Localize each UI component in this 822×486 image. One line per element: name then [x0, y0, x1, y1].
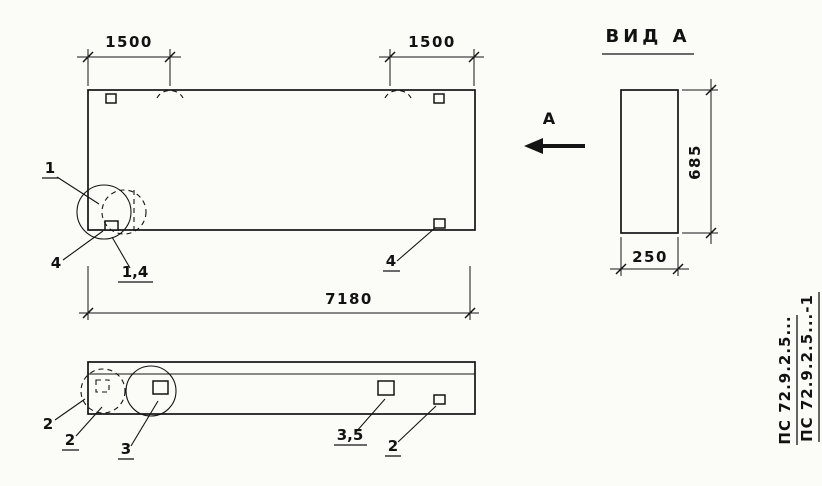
label-pos-3: 3 [121, 440, 131, 458]
lifting-loop-right [384, 89, 412, 99]
view-direction-label: А [543, 109, 556, 128]
dim-text-685: 685 [686, 144, 704, 180]
detail-circle-hidden [101, 189, 147, 235]
view-a-title: ВИД А [605, 26, 690, 47]
dim-text-1500-left: 1500 [105, 33, 153, 51]
detail-circle-plan [125, 365, 177, 417]
dimension-top-left: 1500 [77, 33, 181, 86]
side-section-outline [620, 89, 679, 234]
embed-plate-bottom-right [433, 218, 446, 229]
designation-right: ПС 72.9.2.5...-1 [798, 294, 816, 442]
embed-plate-top-right [433, 93, 445, 104]
elevation-view [76, 89, 476, 240]
label-pos-2-a: 2 [43, 415, 53, 433]
dimension-overall: 7180 [79, 266, 479, 320]
embed-plate-top-left [105, 93, 117, 104]
label-pos-4-right: 4 [386, 252, 396, 270]
dim-text-250: 250 [632, 248, 668, 266]
label-pos-2-b: 2 [65, 431, 75, 449]
hidden-embed-left [95, 379, 110, 393]
embed-plate-plan-end [433, 394, 446, 405]
plan-labels: 2 2 3 3,5 2 [43, 398, 437, 460]
label-pos-1: 1 [45, 159, 55, 177]
view-direction-arrow-head [524, 138, 543, 154]
view-a: ВИД А А 685 250 [524, 26, 718, 276]
dimension-top-right: 1500 [379, 33, 484, 86]
dimension-side-height: 685 [682, 79, 718, 244]
label-pos-4-left: 4 [51, 254, 61, 272]
label-pos-1-4: 1,4 [122, 263, 149, 281]
lifting-loop-left [156, 89, 184, 99]
dimension-side-width: 250 [610, 237, 689, 276]
label-pos-2-c: 2 [388, 437, 398, 455]
dim-text-1500-right: 1500 [408, 33, 456, 51]
detail-circle-plan-hidden [80, 368, 126, 414]
designation-left: ПС 72.9.2.5... [776, 315, 794, 444]
plan-view [80, 361, 476, 417]
plan-outline [87, 361, 476, 415]
embed-plate-bottom-left [104, 220, 119, 231]
embed-plate-plan-right [377, 380, 395, 396]
panel-outline [87, 89, 476, 231]
dim-text-7180: 7180 [325, 290, 373, 308]
embed-plate-plan-left [152, 380, 169, 395]
elevation-labels: 1 4 1,4 4 [42, 159, 436, 283]
mark-designations: ПС 72.9.2.5... ПС 72.9.2.5...-1 [776, 292, 820, 445]
detail-circle [76, 184, 132, 240]
